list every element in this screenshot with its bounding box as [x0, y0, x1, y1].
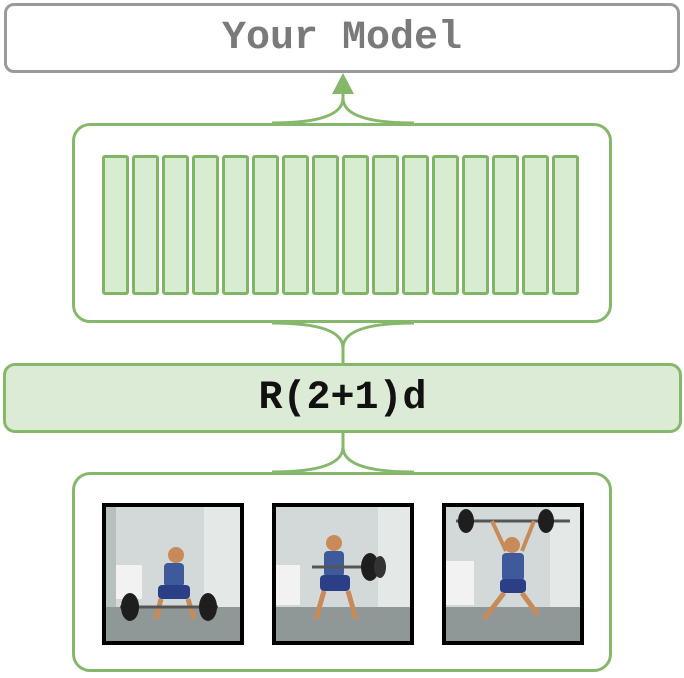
feature-vector-16	[552, 155, 579, 295]
backbone-label: R(2+1)d	[258, 375, 427, 421]
model-label: Your Model	[221, 15, 463, 61]
feature-vector-1	[102, 155, 129, 295]
feature-vector-3	[162, 155, 189, 295]
feature-vector-13	[462, 155, 489, 295]
feature-vector-5	[222, 155, 249, 295]
video-frame-2	[272, 503, 414, 645]
feature-vector-8	[312, 155, 339, 295]
feature-vector-10	[372, 155, 399, 295]
feature-vector-14	[492, 155, 519, 295]
backbone-box: R(2+1)d	[3, 363, 682, 433]
video-frame-3	[442, 503, 584, 645]
feature-vector-4	[192, 155, 219, 295]
feature-vector-15	[522, 155, 549, 295]
video-frame-1	[102, 503, 244, 645]
feature-sequence-box	[72, 123, 612, 323]
arrow-up-icon	[332, 73, 354, 94]
feature-vector-12	[432, 155, 459, 295]
feature-vector-9	[342, 155, 369, 295]
model-box: Your Model	[4, 3, 680, 73]
feature-vector-7	[282, 155, 309, 295]
feature-vector-11	[402, 155, 429, 295]
video-frames-box	[72, 472, 612, 672]
feature-vector-2	[132, 155, 159, 295]
feature-vector-6	[252, 155, 279, 295]
